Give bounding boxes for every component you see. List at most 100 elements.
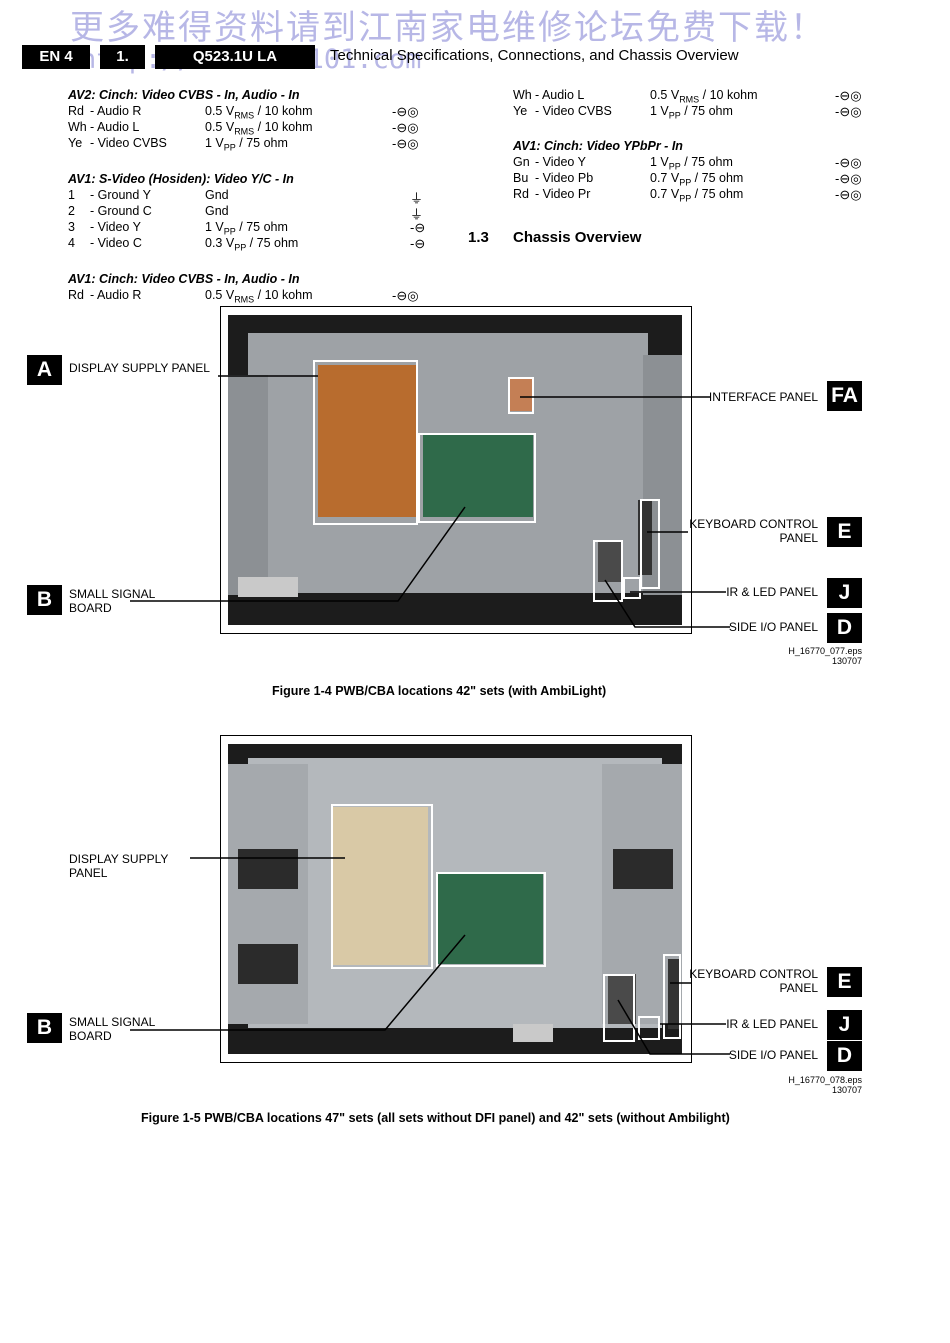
signal-value: 0.3 VPP / 75 ohm: [205, 236, 298, 253]
cinch-connector-icon: -⊖◎: [392, 120, 419, 135]
chapter-badge: 1.: [100, 45, 145, 69]
value-unit-subscript: PP: [223, 142, 236, 153]
section-title: Chassis Overview: [513, 229, 642, 246]
signal-name: - Ground Y: [90, 188, 151, 202]
value-number: 1 V: [650, 155, 669, 169]
signal-value: 0.5 VRMS / 10 kohm: [650, 88, 758, 105]
figure-1-4-file-ref: H_16770_077.eps 130707: [788, 646, 862, 666]
value-number: 0.7 V: [650, 171, 680, 185]
value-number: 1 V: [205, 220, 224, 234]
av2-heading: AV2: Cinch: Video CVBS - In, Audio - In: [68, 88, 300, 102]
value-unit-subscript: PP: [679, 177, 692, 188]
value-number: 1 V: [650, 104, 669, 118]
value-unit-subscript: RMS: [679, 94, 700, 105]
av1-svideo-heading: AV1: S-Video (Hosiden): Video Y/C - In: [68, 172, 294, 186]
cinch-connector-icon: -⊖: [410, 220, 426, 235]
value-number: Gnd: [205, 188, 229, 202]
value-unit-subscript: PP: [668, 110, 681, 121]
av1-cinch-heading: AV1: Cinch: Video CVBS - In, Audio - In: [68, 272, 300, 286]
small-signal-label-1: SMALL SIGNAL BOARD: [69, 587, 156, 615]
value-number: 0.3 V: [205, 236, 235, 250]
value-impedance: / 75 ohm: [235, 220, 288, 234]
signal-name: - Video Pb: [535, 171, 594, 185]
display-supply-label-2: DISPLAY SUPPLY PANEL: [69, 852, 169, 880]
label-fa-badge: FA: [827, 381, 862, 411]
value-impedance: / 75 ohm: [680, 104, 733, 118]
ground-icon: ⏚: [410, 191, 424, 206]
cinch-connector-icon: -⊖◎: [392, 136, 419, 151]
signal-value: Gnd: [205, 188, 229, 205]
chassis-photo-47: [228, 744, 682, 1054]
figure-1-5-frame: [220, 735, 692, 1063]
interface-panel-label: INTERFACE PANEL: [708, 390, 818, 404]
pin-label: Ye: [68, 136, 83, 150]
value-impedance: / 10 kohm: [254, 120, 313, 134]
pin-label: Rd: [513, 187, 529, 201]
pin-label: Wh: [513, 88, 532, 102]
keyboard-control-label-2: KEYBOARD CONTROL PANEL: [689, 967, 818, 995]
value-unit-subscript: PP: [679, 193, 692, 204]
pin-label: 3: [68, 220, 75, 234]
label-d-badge-1: D: [827, 613, 862, 643]
value-impedance: / 75 ohm: [691, 187, 744, 201]
signal-name: - Video Y: [90, 220, 141, 234]
value-number: Gnd: [205, 204, 229, 218]
value-impedance: / 75 ohm: [680, 155, 733, 169]
model-badge: Q523.1U LA: [155, 45, 315, 69]
signal-name: - Audio L: [535, 88, 585, 102]
signal-name: - Audio L: [90, 120, 140, 134]
signal-name: - Ground C: [90, 204, 152, 218]
signal-name: - Video CVBS: [535, 104, 612, 118]
label-e-badge-1: E: [827, 517, 862, 547]
pin-label: Rd: [68, 288, 84, 302]
side-io-label-1: SIDE I/O PANEL: [728, 620, 818, 634]
value-impedance: / 10 kohm: [254, 288, 313, 302]
label-j-badge-2: J: [827, 1010, 862, 1040]
signal-value: 0.5 VRMS / 10 kohm: [205, 104, 313, 121]
label-j-badge-1: J: [827, 578, 862, 608]
value-unit-subscript: PP: [223, 226, 236, 237]
cinch-connector-icon: -⊖◎: [392, 288, 419, 303]
signal-name: - Video Pr: [535, 187, 591, 201]
value-number: 0.7 V: [650, 187, 680, 201]
value-number: 0.5 V: [205, 288, 235, 302]
figure-1-4-caption: Figure 1-4 PWB/CBA locations 42" sets (w…: [272, 684, 607, 698]
side-io-label-2: SIDE I/O PANEL: [728, 1048, 818, 1062]
cinch-connector-icon: -⊖◎: [835, 187, 862, 202]
value-impedance: / 10 kohm: [699, 88, 758, 102]
pin-label: Rd: [68, 104, 84, 118]
signal-value: 0.5 VRMS / 10 kohm: [205, 120, 313, 137]
pin-label: Gn: [513, 155, 530, 169]
pin-label: 4: [68, 236, 75, 250]
value-impedance: / 75 ohm: [246, 236, 299, 250]
figure-1-5-caption: Figure 1-5 PWB/CBA locations 47" sets (a…: [141, 1111, 730, 1125]
ypbpr-heading: AV1: Cinch: Video YPbPr - In: [513, 139, 683, 153]
label-d-badge-2: D: [827, 1041, 862, 1071]
cinch-connector-icon: -⊖◎: [835, 104, 862, 119]
value-number: 0.5 V: [650, 88, 680, 102]
figure-1-5-file-ref: H_16770_078.eps 130707: [788, 1075, 862, 1095]
label-e-badge-2: E: [827, 967, 862, 997]
pin-label: 2: [68, 204, 75, 218]
value-unit-subscript: PP: [668, 161, 681, 172]
pin-label: Bu: [513, 171, 529, 185]
signal-name: - Video CVBS: [90, 136, 167, 150]
label-a-badge: A: [27, 355, 62, 385]
value-number: 0.5 V: [205, 104, 235, 118]
value-impedance: / 75 ohm: [235, 136, 288, 150]
ir-led-label-1: IR & LED PANEL: [726, 585, 818, 599]
header-title: Technical Specifications, Connections, a…: [330, 47, 739, 64]
page-number-badge: EN 4: [22, 45, 90, 69]
signal-value: 0.5 VRMS / 10 kohm: [205, 288, 313, 305]
cinch-connector-icon: -⊖: [410, 236, 426, 251]
value-unit-subscript: RMS: [234, 110, 255, 121]
pin-label: 1: [68, 188, 75, 202]
pin-label: Wh: [68, 120, 87, 134]
signal-value: 1 VPP / 75 ohm: [650, 155, 733, 172]
label-b-badge-1: B: [27, 585, 62, 615]
ground-icon: ⏚: [410, 207, 424, 222]
watermark-chinese: 更多难得资料请到江南家电维修论坛免费下载！: [70, 8, 826, 48]
signal-value: 1 VPP / 75 ohm: [205, 220, 288, 237]
